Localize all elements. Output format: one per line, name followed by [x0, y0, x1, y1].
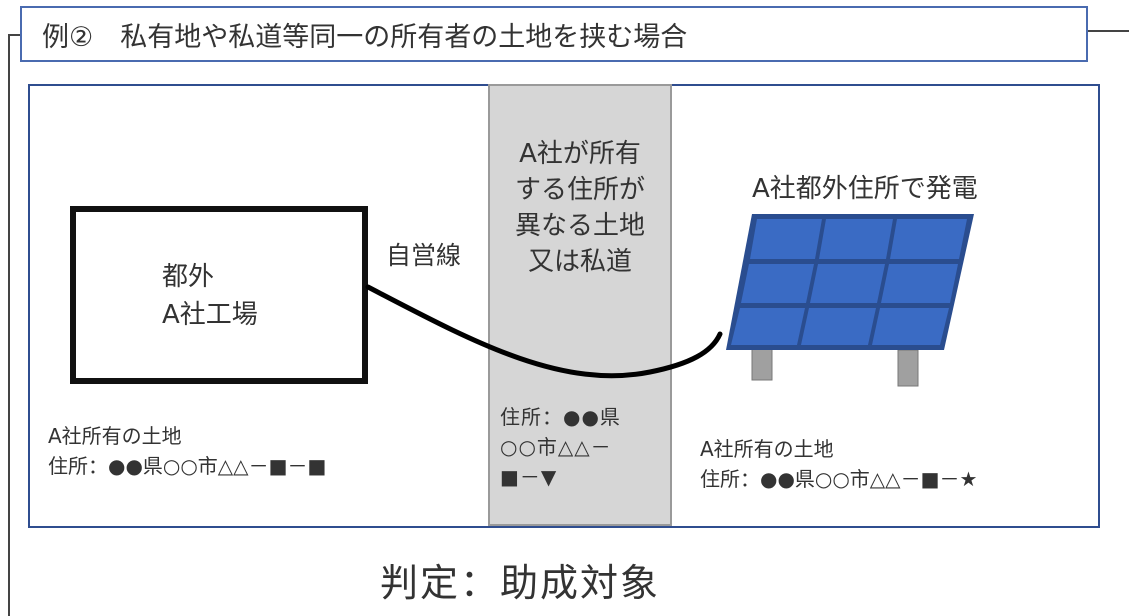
factory-label: 都外 A社工場 — [162, 258, 258, 334]
road-line-2: する住所が — [514, 175, 645, 205]
factory-box — [70, 206, 368, 384]
example-title: 例② 私有地や私道等同一の所有者の土地を挟む場合 — [20, 6, 1088, 62]
road-address-line-3: ■－▼ — [500, 465, 558, 489]
judgement-result: 判定：助成対象 — [380, 561, 661, 605]
outer-frame-left — [8, 34, 10, 616]
private-line-label: 自営線 — [386, 241, 462, 270]
solar-panel-leg-right — [897, 349, 919, 387]
right-land-owner: A社所有の土地 — [700, 437, 834, 461]
outer-frame-top-right — [1088, 30, 1129, 32]
private-road-description: A社が所有 する住所が 異なる土地 又は私道 — [490, 136, 670, 280]
road-line-3: 異なる土地 — [514, 211, 645, 241]
left-land-address: 住所：●●県○○市△△－■－■ — [48, 454, 327, 478]
private-power-line — [365, 284, 723, 379]
road-line-1: A社が所有 — [519, 139, 641, 169]
road-address-line-1: 住所：●●県 — [500, 405, 621, 429]
solar-label: A社都外住所で発電 — [752, 174, 978, 204]
left-land-info: A社所有の土地 住所：●●県○○市△△－■－■ — [48, 421, 326, 481]
factory-label-line-1: 都外 — [162, 262, 215, 292]
right-land-info: A社所有の土地 住所：●●県○○市△△－■－★ — [700, 434, 977, 494]
solar-panel-icon — [726, 214, 974, 350]
outer-frame-top-left — [8, 34, 22, 36]
example-title-text: 例② 私有地や私道等同一の所有者の土地を挟む場合 — [42, 21, 688, 53]
road-line-4: 又は私道 — [527, 247, 632, 277]
left-land-owner: A社所有の土地 — [48, 424, 182, 448]
road-address-line-2: ○○市△△－ — [500, 435, 612, 459]
private-road-address: 住所：●●県 ○○市△△－ ■－▼ — [500, 402, 662, 492]
factory-label-line-2: A社工場 — [162, 300, 258, 330]
right-land-address: 住所：●●県○○市△△－■－★ — [700, 467, 978, 491]
private-road-strip — [488, 84, 672, 526]
